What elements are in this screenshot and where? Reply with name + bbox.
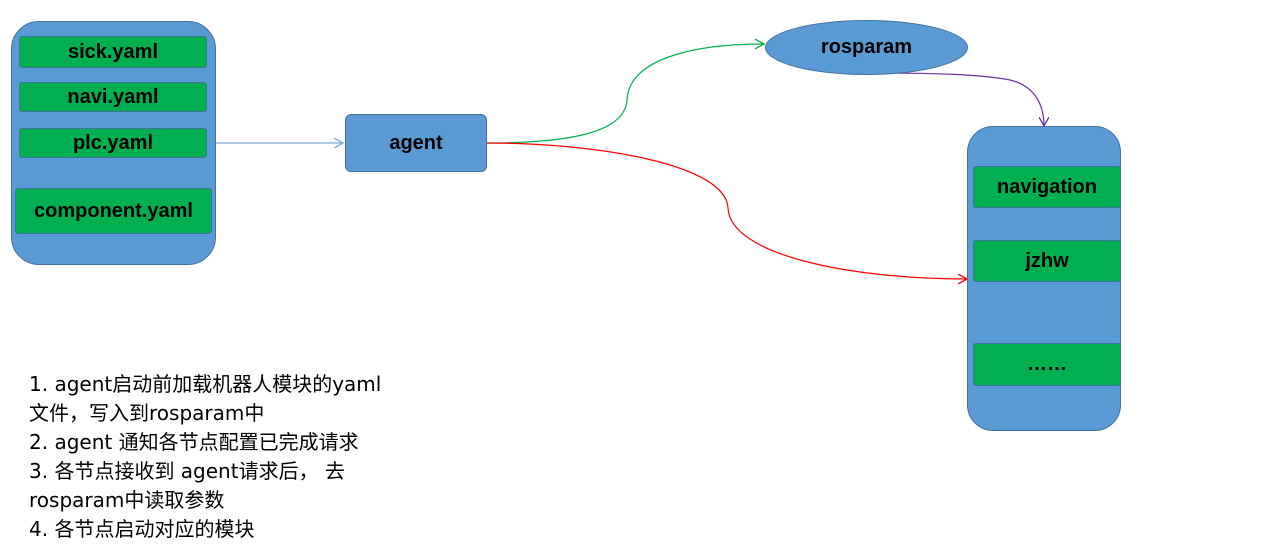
config-file-plc: plc.yaml [19, 128, 207, 158]
note-line-3: 2. agent 通知各节点配置已完成请求 [29, 430, 359, 454]
node-jzhw: jzhw [973, 240, 1121, 282]
process-notes: 1. agent启动前加载机器人模块的yaml 文件，写入到rosparam中 … [29, 370, 449, 544]
rosparam-node: rosparam [765, 20, 968, 75]
note-line-2: 文件，写入到rosparam中 [29, 401, 265, 425]
arrow-agent-to-nodes [486, 142, 967, 279]
node-navigation: navigation [973, 166, 1121, 208]
agent-node: agent [345, 114, 487, 172]
note-line-6: 4. 各节点启动对应的模块 [29, 517, 255, 541]
node-more: …… [973, 343, 1121, 386]
note-line-4: 3. 各节点接收到 agent请求后， 去 [29, 459, 345, 483]
config-file-navi: navi.yaml [19, 82, 207, 112]
arrow-agent-to-rosparam [486, 44, 764, 144]
note-line-5: rosparam中读取参数 [29, 488, 225, 512]
arrow-rosparam-to-nodes [865, 72, 1044, 126]
config-file-sick: sick.yaml [19, 36, 207, 68]
config-file-component: component.yaml [15, 188, 212, 234]
note-line-1: 1. agent启动前加载机器人模块的yaml [29, 372, 382, 396]
